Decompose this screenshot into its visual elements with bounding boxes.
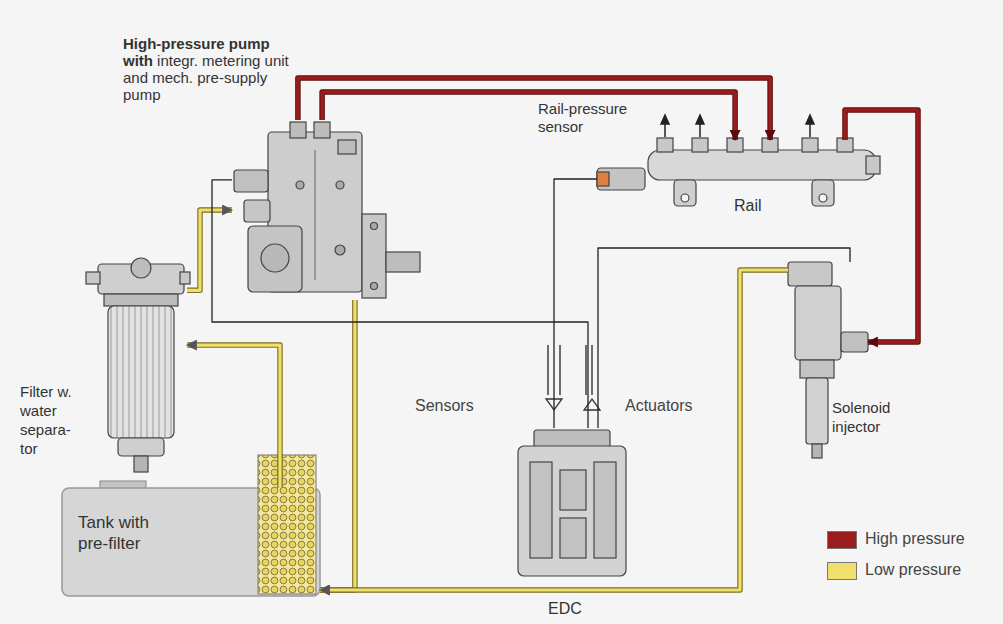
edc-unit: EDC — [512, 428, 632, 578]
line-core — [187, 210, 232, 290]
component-label: Rail-pressure sensor — [538, 100, 650, 136]
solenoid-injector: Solenoid injector — [788, 262, 868, 462]
ecu-drawing — [518, 430, 626, 576]
legend-swatch — [827, 562, 857, 580]
line-outline — [322, 92, 735, 140]
line-core — [322, 92, 735, 140]
component-label: Rail — [734, 197, 794, 215]
filter-drawing — [86, 258, 190, 472]
component-label: EDC — [548, 600, 608, 618]
fuel-tank: Tank with pre-filter — [62, 488, 320, 596]
line-core — [298, 78, 770, 140]
metering-unit — [234, 170, 268, 192]
label-block: Solenoid injector — [832, 398, 924, 436]
line-core — [320, 300, 355, 590]
legend-text: Low pressure — [865, 561, 961, 579]
fuel-line — [322, 92, 735, 140]
line-outline — [187, 210, 232, 290]
pre-filter — [258, 455, 316, 594]
high-pressure-pump-drawing — [234, 122, 420, 298]
fuel-line — [187, 345, 280, 488]
fuel-line — [298, 78, 770, 140]
label-block: High-pressure pump withintegr. metering … — [123, 35, 298, 103]
line-outline — [845, 110, 918, 342]
fuel-line — [320, 300, 355, 590]
line-core — [845, 110, 918, 342]
line-outline — [187, 345, 280, 488]
line-core — [187, 345, 280, 488]
line-outline — [320, 300, 355, 590]
legend-swatch — [827, 531, 857, 549]
signal-wire — [598, 248, 850, 428]
fuel-line — [187, 210, 232, 290]
pre-supply-pump — [248, 226, 302, 292]
label-block: EDC — [548, 600, 608, 618]
fuel-line — [845, 110, 918, 342]
signal-label: Actuators — [625, 397, 693, 415]
fuel-filter: Filter w. water separa- tor — [92, 258, 187, 473]
rail-pressure-sensor: Rail-pressure sensor — [597, 168, 645, 190]
rail-drawing — [597, 138, 880, 206]
component-label: Tank with pre-filter — [78, 512, 178, 554]
high-pressure-pump: High-pressure pump withintegr. metering … — [232, 120, 422, 300]
label-block: Tank with pre-filter — [78, 512, 178, 554]
line-core — [212, 180, 588, 428]
rail: Rail — [650, 140, 880, 188]
line-core — [598, 248, 850, 428]
signal-wire — [554, 179, 597, 428]
line-core — [554, 179, 597, 428]
component-label: Solenoid injector — [832, 398, 924, 436]
signal-label: Sensors — [415, 397, 474, 415]
label-block: Filter w. water separa- tor — [20, 382, 86, 458]
component-label: Filter w. water separa- tor — [20, 382, 86, 458]
line-outline — [298, 78, 770, 140]
label-block: Rail — [734, 197, 794, 215]
legend-text: High pressure — [865, 530, 965, 548]
label-block: Rail-pressure sensor — [538, 100, 650, 136]
pressure-sensor — [597, 168, 645, 190]
signal-wire — [212, 180, 588, 428]
